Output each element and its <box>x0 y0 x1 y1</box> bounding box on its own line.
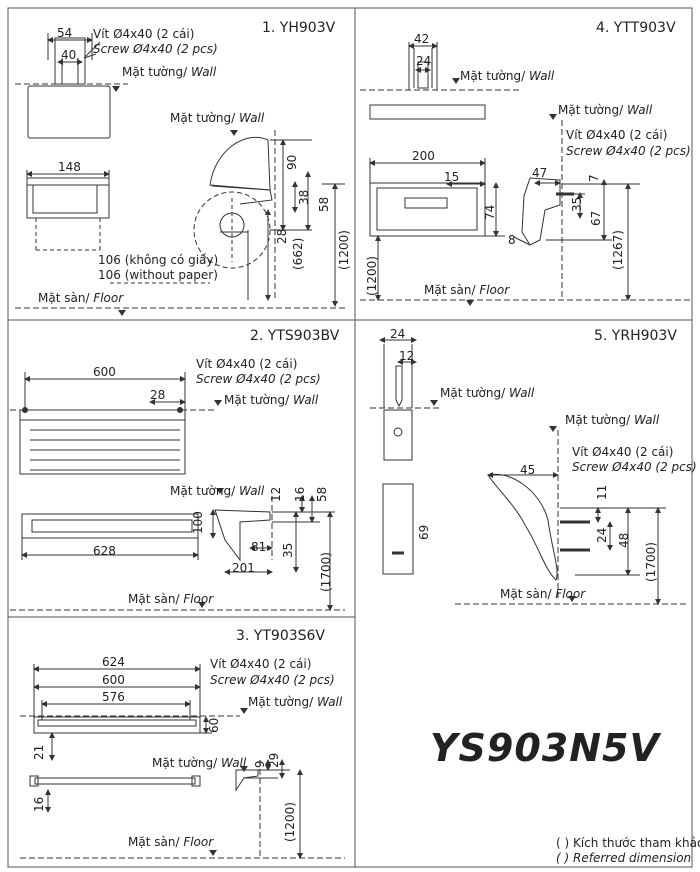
panel-2-title: 2. YTS903BV <box>250 328 340 344</box>
dim-40: 40 <box>61 48 77 62</box>
dim-74: 74 <box>483 204 497 220</box>
screw-en: Screw Ø4x40 (2 pcs) <box>572 460 697 474</box>
dim-11: 11 <box>595 484 609 500</box>
dim-58: 58 <box>315 486 329 502</box>
dim-21: 21 <box>32 744 46 760</box>
floor-label: Mặt sàn/ Floor <box>424 283 510 297</box>
dim-16: 16 <box>32 796 46 812</box>
dim-28: 28 <box>275 228 289 244</box>
panel-4-title: 4. YTT903V <box>596 20 676 36</box>
dim-24b: 24 <box>595 527 609 543</box>
dim-16: 16 <box>293 486 307 502</box>
dim-28: 28 <box>150 388 166 402</box>
model-name: YS903N5V <box>430 726 660 770</box>
dim-90: 90 <box>285 154 299 170</box>
wall-label: Mặt tường/ Wall <box>440 386 535 400</box>
dim-24: 24 <box>416 54 432 68</box>
dim-1700: (1700) <box>644 542 658 582</box>
dim-1700: (1700) <box>319 552 333 592</box>
dim-67: 67 <box>589 210 603 226</box>
wall-marker-icon <box>452 78 557 306</box>
dim-8: 8 <box>508 233 516 247</box>
floor-label: Mặt sàn/ Floor <box>500 587 586 601</box>
dim-35: 35 <box>281 542 295 558</box>
legend-vi: ( ) Kích thước tham khảo <box>556 836 700 850</box>
panel-4-drawing <box>360 42 690 301</box>
wall-marker-icon <box>198 400 224 608</box>
dim-38: 38 <box>297 189 311 205</box>
dim-42: 42 <box>414 32 430 46</box>
wall-label: Mặt tường/ Wall <box>170 484 265 498</box>
wall-label: Mặt tường/ Wall <box>248 695 343 709</box>
panel-3-title: 3. YT903S6V <box>236 628 326 644</box>
dim-7: 7 <box>587 174 601 182</box>
dim-628: 628 <box>93 544 116 558</box>
dim-48: 48 <box>617 532 631 548</box>
legend-en: ( ) Referred dimension <box>556 851 692 865</box>
dim-60: 60 <box>207 717 221 733</box>
screw-en: Screw Ø4x40 (2 pcs) <box>566 144 691 158</box>
panel-3-drawing <box>20 664 345 859</box>
floor-label: Mặt sàn/ Floor <box>38 291 124 305</box>
paper-note-en: 106 (without paper) <box>98 268 218 282</box>
dim-35: 35 <box>570 196 584 212</box>
wall-marker-icon <box>209 708 248 856</box>
floor-label: Mặt sàn/ Floor <box>128 835 214 849</box>
wall-marker-icon <box>112 86 238 316</box>
screw-en: Screw Ø4x40 (2 pcs) <box>93 42 218 56</box>
dim-1200: (1200) <box>283 802 297 842</box>
dim-47: 47 <box>532 166 548 180</box>
dim-45: 45 <box>520 463 536 477</box>
dim-12: 12 <box>269 486 283 502</box>
dim-24: 24 <box>390 327 406 341</box>
dim-201: 201 <box>232 561 255 575</box>
screw-vi: Vít Ø4x40 (2 cái) <box>566 128 668 142</box>
dim-600: 600 <box>93 365 116 379</box>
dim-148: 148 <box>58 160 81 174</box>
screw-vi: Vít Ø4x40 (2 cái) <box>93 27 195 41</box>
dim-12: 12 <box>399 349 415 363</box>
wall-label: Mặt tường/ Wall <box>170 111 265 125</box>
panel-1-title: 1. YH903V <box>262 20 336 36</box>
panel-2-drawing <box>10 372 345 611</box>
dim-9: 9 <box>253 760 267 768</box>
screw-vi: Vít Ø4x40 (2 cái) <box>210 657 312 671</box>
wall-marker-icon <box>430 400 576 602</box>
dim-576: 576 <box>102 690 125 704</box>
dim-15: 15 <box>444 170 460 184</box>
dim-54: 54 <box>57 26 73 40</box>
dim-58: 58 <box>317 196 331 212</box>
dim-1200: (1200) <box>365 256 379 296</box>
dim-69: 69 <box>417 524 431 540</box>
wall-label: Mặt tường/ Wall <box>224 393 319 407</box>
panel-5-drawing <box>370 337 688 605</box>
wall-label: Mặt tường/ Wall <box>460 69 555 83</box>
panel-5-title: 5. YRH903V <box>594 328 677 344</box>
dim-1200: (1200) <box>337 230 351 270</box>
dim-81: 81 <box>251 540 267 554</box>
wall-label: Mặt tường/ Wall <box>152 756 247 770</box>
screw-en: Screw Ø4x40 (2 pcs) <box>210 673 335 687</box>
wall-label: Mặt tường/ Wall <box>122 65 217 79</box>
screw-vi: Vít Ø4x40 (2 cái) <box>572 445 674 459</box>
dim-624: 624 <box>102 655 125 669</box>
panel-1-drawing <box>15 33 345 309</box>
paper-note-vi: 106 (không có giấy) <box>98 253 219 267</box>
dim-600: 600 <box>102 673 125 687</box>
panel-borders <box>7 7 693 868</box>
dim-100: 100 <box>191 511 205 534</box>
dim-662: (662) <box>291 237 305 270</box>
dim-29: 29 <box>267 752 281 768</box>
screw-en: Screw Ø4x40 (2 pcs) <box>196 372 321 386</box>
wall-label: Mặt tường/ Wall <box>565 413 660 427</box>
floor-label: Mặt sàn/ Floor <box>128 592 214 606</box>
screw-vi: Vít Ø4x40 (2 cái) <box>196 357 298 371</box>
dim-1267: (1267) <box>611 230 625 270</box>
dim-200: 200 <box>412 149 435 163</box>
wall-label: Mặt tường/ Wall <box>558 103 653 117</box>
